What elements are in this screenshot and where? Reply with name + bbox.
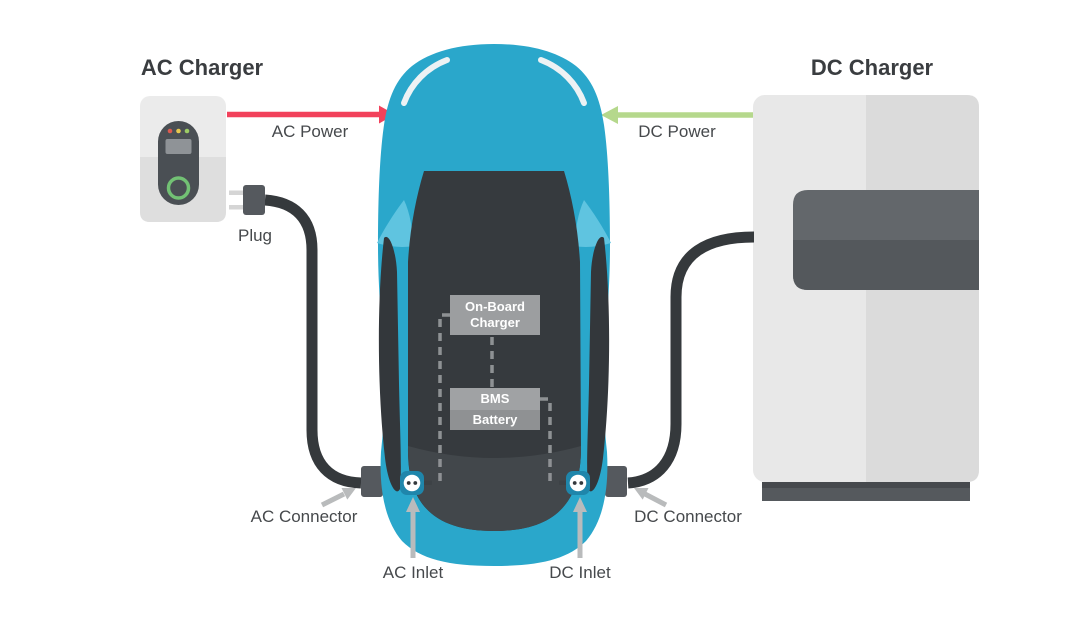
- battery-box: Battery: [450, 410, 540, 430]
- side-mirror-right: [575, 200, 611, 247]
- plug-label: Plug: [237, 226, 273, 245]
- ac-inlet-callout-arrowhead: [406, 497, 420, 512]
- ac-connector-label: AC Connector: [250, 507, 358, 526]
- bms-box: BMS: [450, 388, 540, 410]
- side-window-left: [378, 236, 401, 492]
- ac-inlet-socket: [403, 474, 421, 492]
- ac-connector-callout-arrowhead: [341, 488, 356, 500]
- dc-inlet-link-dash: [559, 480, 567, 485]
- ac-plug-body: [243, 185, 265, 215]
- dc-inlet-pin: [572, 481, 577, 485]
- dc-cable: [627, 231, 755, 489]
- dc-connector-callout-arrow: [643, 491, 668, 508]
- ac-charger-ring: [166, 176, 191, 200]
- on-board-charger-box: On-Board Charger: [450, 295, 540, 335]
- ac-plug: [229, 185, 265, 215]
- wiring-bms-to-dc-inlet: [540, 397, 552, 484]
- ac-inlet-label: AC Inlet: [382, 563, 444, 582]
- wiring-obc-to-ac-inlet: [438, 313, 450, 484]
- dc-inlet-socket: [569, 474, 587, 492]
- dc-power-arrow: [601, 106, 754, 124]
- ac-inlet-pin: [406, 481, 411, 485]
- dc-inlet-label: DC Inlet: [549, 563, 611, 582]
- callout-arrows: [320, 488, 668, 558]
- side-window-right: [587, 236, 610, 492]
- dc-charger-unit: [753, 95, 979, 501]
- dc-connector-body: [605, 466, 627, 497]
- dc-charger-base-shadow: [762, 482, 970, 488]
- ac-inlet-pin: [413, 481, 418, 485]
- ac-plug-prong: [229, 205, 244, 210]
- ac-inlet-link-dash: [424, 480, 432, 485]
- car-rear-deck: [408, 446, 581, 531]
- dc-power-label: DC Power: [638, 122, 716, 141]
- dc-power-arrow-head: [601, 106, 618, 124]
- led-red: [167, 128, 173, 134]
- dc-inlet: [566, 471, 590, 495]
- side-mirror-left: [377, 200, 413, 247]
- internal-wiring: [438, 313, 552, 484]
- ac-charger-faceplate: [158, 121, 199, 205]
- dc-inlet-callout-arrowhead: [573, 497, 587, 512]
- led-yellow: [176, 128, 181, 134]
- dc-connector-label: DC Connector: [634, 507, 742, 526]
- ac-inlet: [400, 471, 424, 495]
- hood-highlight-right: [538, 57, 587, 106]
- dc-charger-title: DC Charger: [810, 55, 934, 80]
- hood-highlight-left: [401, 57, 450, 106]
- ac-cable: [264, 194, 362, 489]
- dc-connector-callout-arrowhead: [634, 488, 649, 500]
- ac-plug-prong: [229, 190, 244, 195]
- ac-charger-display: [165, 139, 192, 154]
- dc-inlet-pin: [579, 481, 584, 485]
- ac-power-arrow: [227, 105, 395, 124]
- ac-power-label: AC Power: [271, 122, 349, 141]
- led-green: [184, 128, 190, 134]
- ac-connector-callout-arrow: [320, 491, 346, 508]
- ac-connector-body: [361, 466, 383, 497]
- ac-charger-unit: [140, 96, 226, 222]
- ac-charger-title: AC Charger: [140, 55, 264, 80]
- dc-charger-screen-lower: [793, 240, 979, 290]
- car-cabin: [407, 171, 581, 531]
